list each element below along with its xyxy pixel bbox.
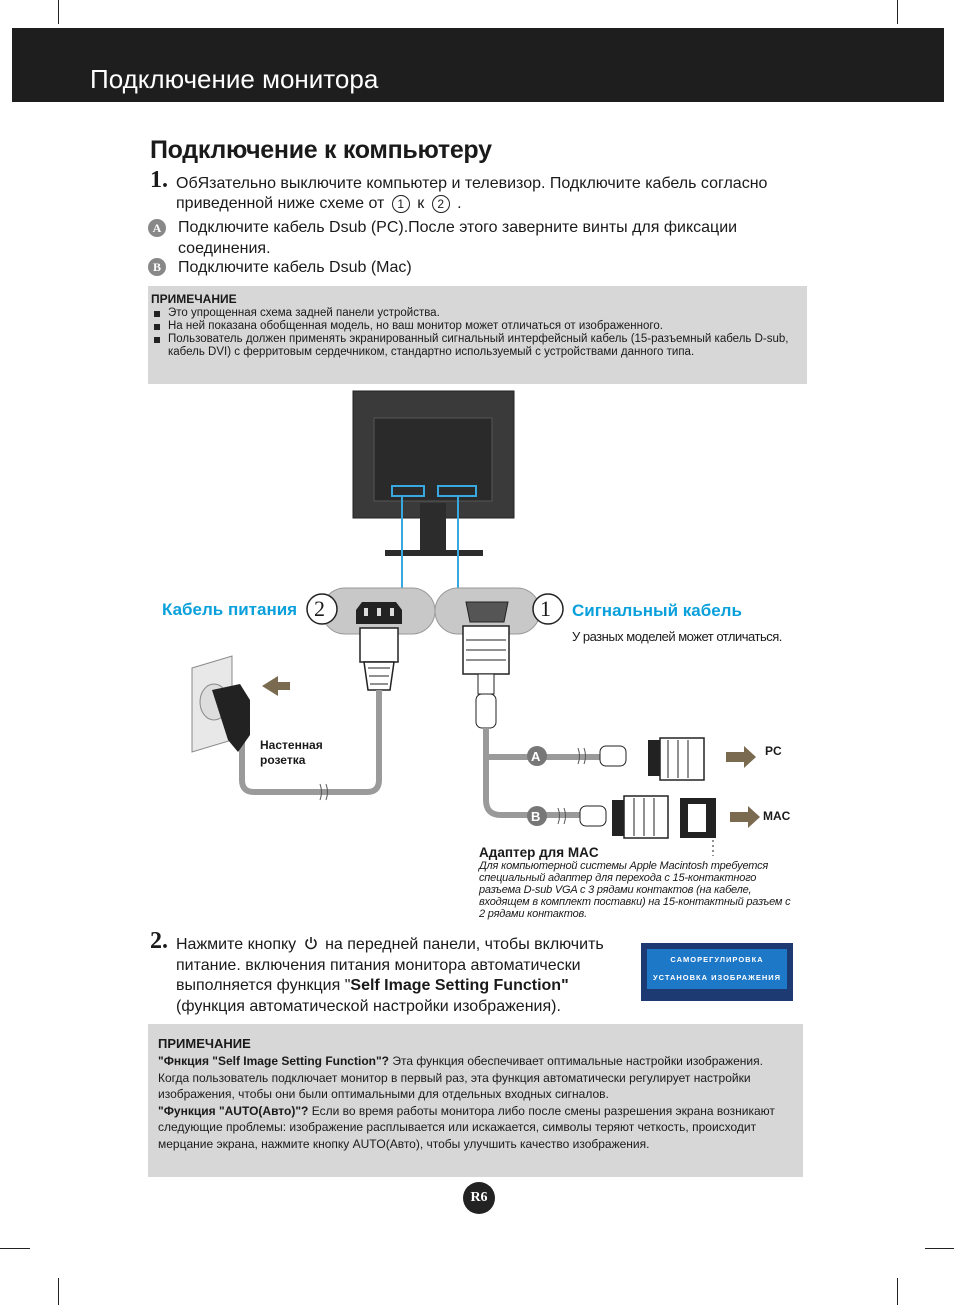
item-a-line1: Подключите кабель Dsub (PC).После этого …: [178, 219, 738, 236]
power-port-panel: [321, 587, 436, 635]
step-2-text: Нажмите кнопку на передней панели, чтобы…: [176, 935, 636, 1017]
page-title: Подключение к компьютеру: [150, 136, 492, 164]
note-2-p1-bold: "Фнкция "Self Image Setting Function"?: [158, 1054, 389, 1068]
step-2-line1: Нажмите кнопку на передней панели, чтобы…: [176, 935, 636, 956]
header-band: [12, 28, 944, 102]
note-2-p1-text: Эта функция обеспечивает оптимальные нас…: [158, 1054, 763, 1101]
item-b-text: Подключите кабель Dsub (Mac): [178, 259, 412, 276]
signal-cable-label: Сигнальный кабель: [572, 601, 742, 620]
note-1-item: На ней показана обобщенная модель, но ва…: [150, 320, 790, 333]
circled-number-2: 2: [431, 194, 450, 213]
step-2-line3-pre: выполняется функция ": [176, 977, 351, 994]
note-2-body: "Фнкция "Self Image Setting Function"? Э…: [158, 1053, 790, 1152]
power-icon: [301, 935, 321, 956]
circled-number-1: 1: [391, 194, 410, 213]
step-1-text: ОбЯзательно выключите компьютер и телеви…: [176, 174, 816, 214]
note-2-p2-text: Если во время работы монитора либо после…: [158, 1103, 775, 1151]
osd-line2: УСТАНОВКА ИЗОБРАЖЕНИЯ: [652, 973, 782, 982]
item-a-text: Подключите кабель Dsub (PC).После этого …: [178, 217, 798, 259]
step-1-line2-text: приведенной ниже схеме от: [176, 195, 385, 212]
mac-adapter-text: Для компьютерной системы Apple Macintosh…: [479, 860, 791, 920]
step-1-number: 1.: [150, 167, 168, 193]
note-1-title: ПРИМЕЧАНИЕ: [151, 292, 237, 306]
step-2-line3-bold: Self Image Setting Function": [350, 977, 569, 994]
connection-diagram: [191, 390, 760, 856]
crop-mark: [58, 1278, 59, 1305]
osd-message: САМОРЕГУЛИРОВКА УСТАНОВКА ИЗОБРАЖЕНИЯ: [647, 949, 787, 989]
wall-outlet-label-line2: розетка: [260, 753, 306, 767]
note-1-list: Это упрощенная схема задней панели устро…: [150, 307, 790, 359]
step-1-end: .: [457, 195, 462, 212]
crop-mark: [897, 1278, 898, 1305]
wall-outlet-label: Настенная розетка: [260, 738, 323, 768]
pc-connector: [599, 737, 756, 781]
crop-mark: [0, 1248, 30, 1249]
note-1-item: Это упрощенная схема задней панели устро…: [150, 307, 790, 320]
step-2-number: 2.: [150, 928, 168, 954]
note-2-p2-bold: "Функция "AUTO(Авто)"?: [158, 1103, 309, 1118]
mac-adapter-title: Адаптер для MAC: [479, 845, 599, 860]
note-2-paragraph-1: "Фнкция "Self Image Setting Function"? Э…: [158, 1053, 790, 1103]
wall-outlet-label-line1: Настенная: [260, 738, 323, 752]
signal-cable-note: У разных моделей может отличаться.: [572, 629, 782, 644]
monitor-back-illustration: [352, 390, 515, 590]
badge-a: A: [148, 219, 166, 237]
badge-b: B: [148, 258, 166, 276]
step-2-line2: питание. включения питания монитора авто…: [176, 956, 581, 974]
connector-b-marker: B: [531, 809, 541, 824]
pc-label: PC: [765, 744, 782, 758]
power-cable-label: Кабель питания: [162, 600, 298, 619]
connector-a-marker: A: [531, 749, 541, 764]
item-a-line2: соединения.: [178, 240, 271, 257]
crop-mark: [925, 1248, 954, 1249]
crop-mark: [58, 0, 59, 24]
page-number: R6: [463, 1182, 495, 1214]
wall-outlet: [191, 655, 290, 753]
mac-connector: [579, 795, 760, 856]
note-2-paragraph-2: "Функция "AUTO(Авто)"? Если во время раб…: [158, 1103, 790, 1153]
header-title: Подключение монитора: [90, 64, 379, 94]
power-cable-number: 2: [314, 596, 325, 621]
osd-screen-illustration: САМОРЕГУЛИРОВКА УСТАНОВКА ИЗОБРАЖЕНИЯ: [641, 943, 793, 1001]
signal-port-panel: [434, 587, 541, 635]
power-plug: [359, 627, 399, 691]
note-2-title: ПРИМЕЧАНИЕ: [158, 1036, 251, 1051]
mac-label: MAC: [763, 809, 791, 823]
step-2-line4: (функция автоматической настройки изобра…: [176, 997, 561, 1015]
step-1-line2: приведенной ниже схеме от 1 к 2 .: [176, 194, 816, 214]
note-box-1: ПРИМЕЧАНИЕ Это упрощенная схема задней п…: [148, 286, 807, 384]
step-2-line3: выполняется функция "Self Image Setting …: [176, 976, 636, 997]
step-2-line1-pre: Нажмите кнопку: [176, 936, 297, 953]
signal-connector: [462, 625, 510, 729]
note-box-2: ПРИМЕЧАНИЕ "Фнкция "Self Image Setting F…: [148, 1024, 803, 1177]
step-1-line1: ОбЯзательно выключите компьютер и телеви…: [176, 175, 768, 192]
note-1-item: Пользователь должен применять экранирова…: [150, 333, 790, 359]
step-1-mid: к: [417, 195, 425, 212]
osd-line1: САМОРЕГУЛИРОВКА: [670, 955, 764, 964]
crop-mark: [897, 0, 898, 24]
signal-cable-number: 1: [540, 596, 551, 621]
step-2-line1-post: на передней панели, чтобы включить: [325, 936, 604, 953]
